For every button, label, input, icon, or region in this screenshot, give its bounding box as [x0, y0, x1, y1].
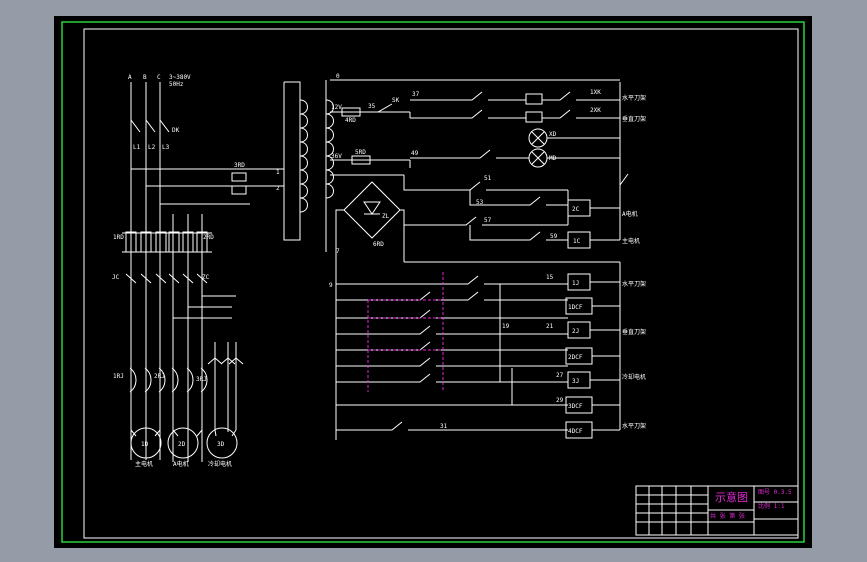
- label-relay-2j: 2J: [572, 328, 579, 335]
- label-fuse-4rd: 4RD: [345, 117, 356, 124]
- label-desc-5: 水平刀架: [622, 280, 646, 288]
- label-motor-3d: 3D: [217, 441, 225, 448]
- title-block-title: 示意图: [715, 490, 748, 504]
- title-block-right-3: 共 张 第 张: [710, 512, 745, 520]
- title-block: 示意图 图号 0.3.5 比例 1:1 共 张 第 张: [635, 485, 799, 536]
- label-fuse-1rd: 1RD: [113, 234, 124, 241]
- label-desc-7: 冷却电机: [622, 373, 646, 381]
- label-contactor-zc: ZC: [202, 274, 210, 281]
- label-relay-2rj: 2RJ: [154, 373, 165, 380]
- label-desc-1: 水平刀架: [622, 94, 646, 102]
- label-dcf-1: 1DCF: [568, 304, 583, 311]
- title-block-right-2: 比例 1:1: [758, 502, 785, 510]
- label-switch-sk: SK: [392, 97, 400, 104]
- power-circuit: [122, 82, 252, 462]
- label-desc-4: 主电机: [622, 237, 640, 245]
- label-node-53: 53: [476, 199, 484, 206]
- label-fuse-3rd: 3RD: [234, 162, 245, 169]
- label-desc-8: 水平刀架: [622, 422, 646, 430]
- label-node-1: 1: [276, 169, 280, 176]
- label-lamp-md: MD: [549, 155, 557, 162]
- control-transformer: [231, 79, 620, 440]
- label-node-31: 31: [440, 423, 448, 430]
- label-contactor-jc: JC: [112, 274, 120, 281]
- label-desc-3: A电机: [622, 210, 638, 218]
- schematic: [122, 79, 629, 462]
- label-node-49: 49: [411, 150, 419, 157]
- label-motor-1d: 1D: [141, 441, 149, 448]
- sheet-border: [61, 21, 805, 543]
- lamp-circuit: [410, 91, 620, 168]
- label-motor-1-name: 主电机: [135, 460, 153, 468]
- label-fuse-5rd: 5RD: [355, 149, 366, 156]
- label-node-0: 0: [336, 73, 340, 80]
- label-relay-1j: 1J: [572, 280, 579, 287]
- label-phase-b: B: [143, 74, 147, 81]
- label-l3: L3: [162, 144, 170, 151]
- label-supply-2: 50Hz: [169, 81, 184, 88]
- label-main-switch: DK: [172, 127, 180, 134]
- label-relay-coil-1c: 1C: [573, 238, 581, 245]
- label-node-2: 2: [276, 185, 280, 192]
- label-node-15: 15: [546, 274, 554, 281]
- label-l2: L2: [148, 144, 156, 151]
- labels: A B C 3~380V 50Hz DK L1 L2 L3 1RD 2RD 3R…: [112, 73, 646, 468]
- label-relay-2xk: 2XK: [590, 107, 601, 114]
- label-node-35: 35: [368, 103, 376, 110]
- label-node-37: 37: [412, 91, 420, 98]
- label-fuse-6rd: 6RD: [373, 241, 384, 248]
- label-node-9: 9: [329, 282, 333, 289]
- drawing-frame: [83, 28, 799, 539]
- title-block-right-1: 图号 0.3.5: [758, 489, 792, 496]
- label-phase-a: A: [128, 74, 132, 81]
- label-v12: 12V: [331, 104, 342, 111]
- dashed-interlock: [367, 272, 444, 392]
- label-relay-coil-2c: 2C: [572, 206, 580, 213]
- label-desc-6: 垂直刀架: [622, 328, 646, 336]
- label-motor-3-name: 冷却电机: [208, 460, 232, 468]
- contactor-circuit: [403, 82, 629, 249]
- label-node-21: 21: [546, 323, 554, 330]
- label-node-57: 57: [484, 217, 492, 224]
- sheet: [54, 16, 812, 548]
- label-supply-1: 3~380V: [169, 74, 191, 81]
- label-v36: 36V: [331, 153, 342, 160]
- label-relay-3rj: 3RJ: [196, 376, 207, 383]
- label-l1: L1: [133, 144, 141, 151]
- label-desc-2: 垂直刀架: [622, 115, 646, 123]
- label-relay-1rj: 1RJ: [113, 373, 124, 380]
- label-node-19: 19: [502, 323, 510, 330]
- label-motor-2d: 2D: [178, 441, 186, 448]
- label-dcf-3: 3DCF: [568, 403, 583, 410]
- label-motor-2-name: A电机: [173, 460, 189, 468]
- label-node-29: 29: [556, 397, 564, 404]
- label-phase-c: C: [157, 74, 161, 81]
- label-bridge-zl: ZL: [382, 213, 390, 220]
- label-node-7: 7: [336, 248, 340, 255]
- label-lamp-xd: XD: [549, 131, 557, 138]
- label-dcf-2: 2DCF: [568, 354, 583, 361]
- label-node-27: 27: [556, 372, 564, 379]
- label-node-51: 51: [484, 175, 492, 182]
- label-dcf-4: 4DCF: [568, 428, 583, 435]
- label-relay-1xk: 1XK: [590, 89, 601, 96]
- label-relay-3j: 3J: [572, 378, 579, 385]
- label-fuse-2rd: 2RD: [203, 234, 214, 241]
- label-node-59: 59: [550, 233, 558, 240]
